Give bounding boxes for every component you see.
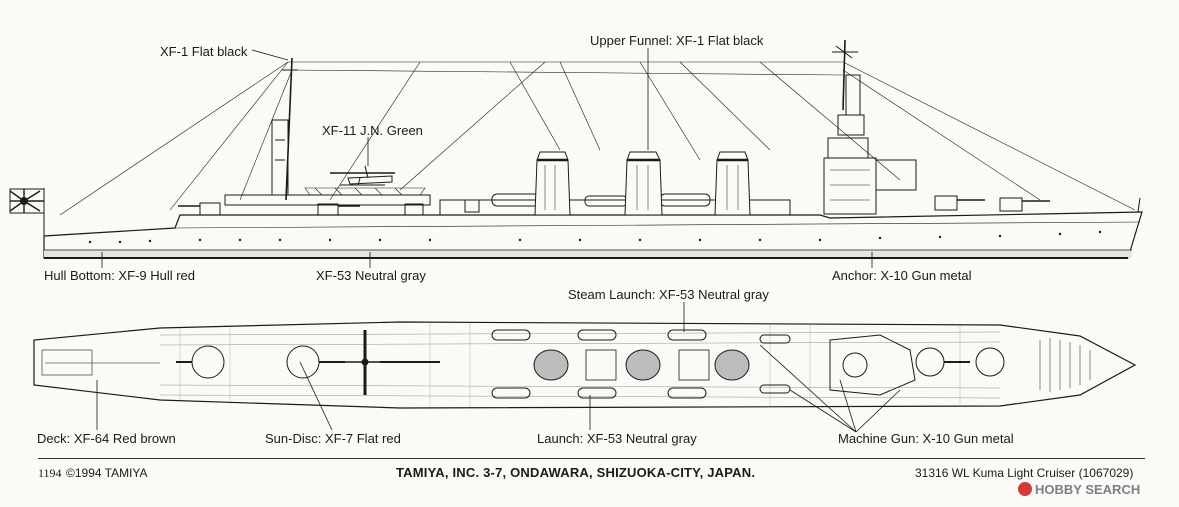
boats-top	[491, 329, 791, 399]
label-machine-gun: Machine Gun: X-10 Gun metal	[838, 431, 1014, 446]
label-neutral-gray: XF-53 Neutral gray	[316, 268, 426, 283]
bridge-tower	[823, 39, 917, 215]
leader-lines	[96, 48, 901, 433]
portholes	[88, 230, 1102, 244]
ensign-flag	[9, 188, 45, 236]
watermark: HOBBY SEARCH	[1018, 482, 1140, 497]
label-hull-bottom: Hull Bottom: XF-9 Hull red	[44, 268, 195, 283]
watermark-text: HOBBY SEARCH	[1035, 482, 1141, 497]
funnels	[534, 151, 751, 216]
floatplane	[330, 165, 395, 186]
rigging-lines	[59, 61, 1136, 216]
footer-address: TAMIYA, INC. 3-7, ONDAWARA, SHIZUOKA-CIT…	[396, 465, 756, 480]
label-upper-funnel: Upper Funnel: XF-1 Flat black	[590, 33, 764, 48]
footer-rule	[38, 458, 1145, 459]
funnel-tops	[533, 349, 750, 381]
deck-planking	[159, 331, 1001, 399]
label-launch: Launch: XF-53 Neutral gray	[537, 431, 697, 446]
watermark-logo-icon	[1018, 482, 1032, 496]
side-profile	[9, 39, 1143, 259]
label-steam-launch: Steam Launch: XF-53 Neutral gray	[568, 287, 769, 302]
hull-waterline-band	[44, 250, 1132, 258]
label-sun-disc: Sun-Disc: XF-7 Flat red	[265, 431, 401, 446]
deck-plan	[33, 321, 1137, 409]
bow-hatching	[1039, 338, 1091, 392]
footer-product: 31316 WL Kuma Light Cruiser (1067029)	[915, 466, 1134, 480]
label-deck: Deck: XF-64 Red brown	[37, 431, 176, 446]
footer-code: 1194	[38, 466, 62, 480]
footer-copyright: ©1994 TAMIYA	[66, 466, 148, 480]
label-anchor: Anchor: X-10 Gun metal	[832, 268, 972, 283]
label-jn-green: XF-11 J.N. Green	[322, 123, 423, 138]
label-mast-flat-black: XF-1 Flat black	[160, 44, 248, 59]
